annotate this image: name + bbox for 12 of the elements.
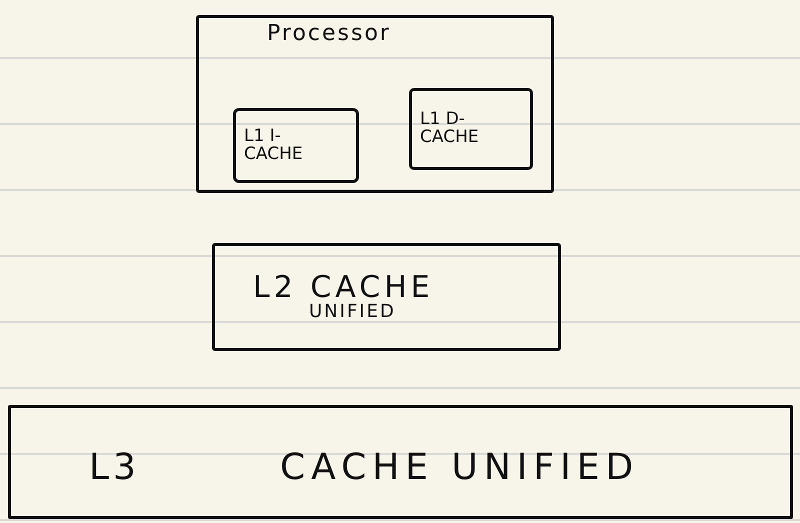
box-label: L3: [89, 449, 140, 487]
box-label: L1 D-CACHE: [420, 111, 480, 147]
cache-box: [8, 405, 793, 519]
box-label: Processor: [267, 22, 391, 46]
cache-box: [233, 108, 359, 183]
box-label: UNIFIED: [309, 303, 396, 322]
cache-box: [409, 88, 533, 170]
box-label: CACHE UNIFIED: [280, 449, 640, 487]
box-label: L2 CACHE: [253, 272, 434, 304]
processor-box: [196, 15, 554, 193]
cache-box: [212, 243, 561, 351]
box-label: L1 I-CACHE: [244, 128, 304, 164]
